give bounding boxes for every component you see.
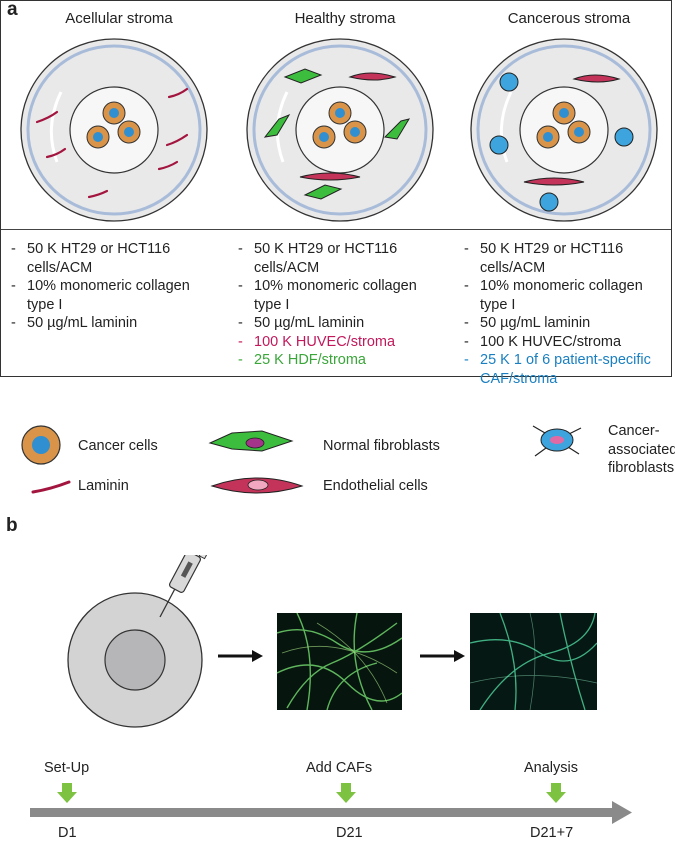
list-item: 10% monomeric collagen type I (11, 277, 221, 314)
list-item: 50 K HT29 or HCT116 cells/ACM (238, 240, 443, 277)
list-item: 50 K HT29 or HCT116 cells/ACM (464, 240, 669, 277)
arrow-right-icon (420, 650, 465, 662)
list-item: 50 µg/mL laminin (464, 314, 669, 333)
panel-a-divider (1, 229, 671, 230)
acellular-dish (20, 38, 208, 222)
day-label-d21: D21 (336, 825, 363, 841)
endothelial-cell-icon (210, 477, 304, 494)
cancerous-list: 50 K HT29 or HCT116 cells/ACM 10% monome… (464, 240, 669, 388)
micrograph-d21-7 (470, 613, 597, 710)
dish-with-pipette (67, 555, 210, 728)
column-title-healthy: Healthy stroma (294, 10, 396, 27)
panel-a-label: a (7, 0, 18, 20)
cancer-cell-cluster (86, 101, 141, 149)
normal-fibroblast-icon (208, 430, 294, 452)
list-item: 25 K HDF/stroma (238, 351, 443, 370)
legend-cancer-cells: Cancer cells (78, 438, 158, 454)
legend-laminin: Laminin (78, 478, 129, 494)
list-item: 100 K HUVEC/stroma (238, 333, 443, 352)
list-item: 50 µg/mL laminin (11, 314, 221, 333)
day-label-d1: D1 (58, 825, 77, 841)
step-label-add-cafs: Add CAFs (306, 760, 373, 776)
panel-b-label: b (6, 515, 18, 536)
step-label-analysis: Analysis (524, 760, 578, 776)
list-item: 10% monomeric collagen type I (464, 277, 669, 314)
list-item: 100 K HUVEC/stroma (464, 333, 669, 352)
healthy-list: 50 K HT29 or HCT116 cells/ACM 10% monome… (238, 240, 443, 370)
column-title-acellular: Acellular stroma (65, 10, 173, 27)
arrow-right-icon (218, 650, 263, 662)
endothelial-cells (299, 72, 397, 181)
day-label-d21-7: D21+7 (530, 825, 574, 841)
pipette-icon (159, 555, 210, 618)
fibroblasts (263, 68, 411, 200)
caf-icon (532, 425, 582, 457)
step-arrow-icon (57, 783, 566, 803)
legend-endothelial-cells: Endothelial cells (323, 478, 428, 494)
cancer-cell-icon (21, 425, 61, 465)
timeline (30, 783, 632, 824)
healthy-dish (246, 38, 434, 222)
legend-normal-fibroblasts: Normal fibroblasts (323, 438, 440, 454)
list-item: 25 K 1 of 6 patient-specific CAF/stroma (464, 351, 669, 388)
legend-cafs: Cancer-associated fibroblasts (608, 423, 675, 476)
laminin-icon (31, 480, 71, 494)
laminin-strands (35, 87, 189, 199)
column-title-cancerous: Cancerous stroma (507, 10, 631, 27)
micrograph-d21 (277, 613, 402, 710)
cafs (489, 72, 634, 212)
step-label-setup: Set-Up (44, 760, 90, 776)
list-item: 50 K HT29 or HCT116 cells/ACM (11, 240, 221, 277)
acellular-list: 50 K HT29 or HCT116 cells/ACM 10% monome… (11, 240, 221, 333)
list-item: 10% monomeric collagen type I (238, 277, 443, 314)
panel-a: a Acellular stroma Healthy stroma Cancer… (0, 0, 672, 387)
cancerous-dish (470, 38, 658, 222)
list-item: 50 µg/mL laminin (238, 314, 443, 333)
